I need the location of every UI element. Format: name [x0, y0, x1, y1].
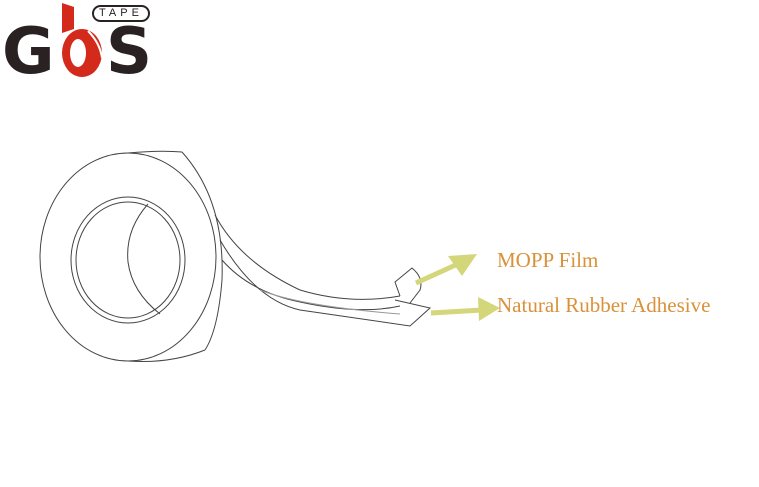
film-arrow	[414, 260, 462, 286]
logo-letter-s: S	[106, 15, 153, 89]
callout-arrows	[414, 254, 500, 321]
gbs-tape-logo: G TAPE S	[0, 0, 160, 90]
logo-tape-roll-icon	[62, 3, 103, 77]
logo-tape-word: TAPE	[92, 5, 150, 22]
adhesive-arrow	[430, 307, 483, 316]
tape-roll-drawing	[39, 150, 432, 362]
film-arrowhead-icon	[448, 254, 477, 276]
mopp-film-label: MOPP Film	[497, 248, 599, 272]
adhesive-arrowhead-icon	[478, 297, 500, 321]
natural-rubber-adhesive-label: Natural Rubber Adhesive	[497, 293, 711, 317]
logo-letter-g: G	[2, 15, 55, 89]
